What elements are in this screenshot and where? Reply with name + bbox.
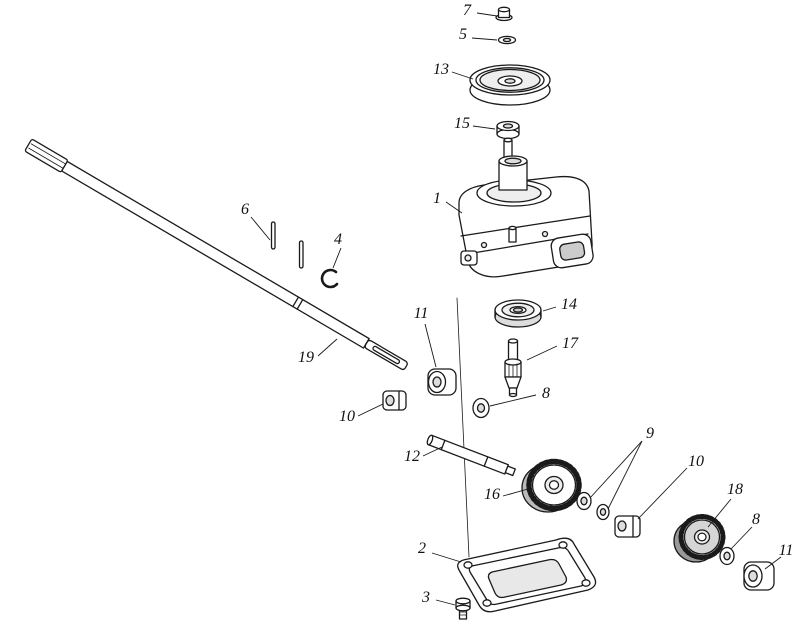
callout-12: 12 <box>404 448 420 465</box>
callout-19: 19 <box>298 349 314 366</box>
callout-labels: 7 5 13 15 1 6 4 14 11 17 19 10 8 12 9 16… <box>241 2 793 606</box>
callout-15: 15 <box>454 115 470 132</box>
part-gear-large <box>521 458 582 513</box>
callout-3: 3 <box>421 589 430 606</box>
part-gearbox-housing <box>458 155 594 278</box>
part-top-washer <box>497 35 517 45</box>
part-bearing <box>494 299 542 328</box>
assembly-centerline <box>456 297 470 558</box>
callout-16: 16 <box>484 486 500 503</box>
callout-8-right: 8 <box>752 511 760 528</box>
part-pinion-shaft <box>504 338 522 398</box>
part-hex-nut-left <box>382 390 407 411</box>
part-flange-nut <box>495 6 513 22</box>
callout-18: 18 <box>727 481 743 498</box>
callout-7: 7 <box>463 2 472 19</box>
callout-9: 9 <box>646 425 654 442</box>
callout-leader-lines <box>250 12 782 606</box>
callout-2: 2 <box>418 540 426 557</box>
callout-10-left: 10 <box>339 408 355 425</box>
callout-4: 4 <box>334 231 342 248</box>
part-gear-small <box>673 514 726 563</box>
part-roll-pins <box>270 221 304 269</box>
part-cover-plate <box>457 537 597 613</box>
callout-11-left: 11 <box>414 305 429 322</box>
callout-1: 1 <box>433 190 441 207</box>
callout-14: 14 <box>561 296 577 313</box>
callout-6: 6 <box>241 201 249 218</box>
callout-17: 17 <box>562 335 579 352</box>
part-axle-shaft <box>24 139 408 371</box>
callout-13: 13 <box>433 61 449 78</box>
part-retaining-clip <box>320 268 339 289</box>
part-washer-left <box>472 397 490 419</box>
part-short-shaft <box>426 434 516 477</box>
part-pulley <box>469 64 551 106</box>
callout-10-right: 10 <box>688 453 704 470</box>
part-bolt <box>455 597 471 620</box>
part-bushing-left <box>427 368 457 396</box>
part-spacer <box>496 120 520 140</box>
callout-5: 5 <box>459 26 467 43</box>
callout-11-right: 11 <box>779 542 794 559</box>
callout-8-left: 8 <box>542 385 550 402</box>
part-washer-right <box>719 546 735 566</box>
part-hex-nut-right <box>614 515 641 538</box>
part-bushing-right <box>743 561 775 591</box>
part-thrust-washers <box>576 491 610 521</box>
